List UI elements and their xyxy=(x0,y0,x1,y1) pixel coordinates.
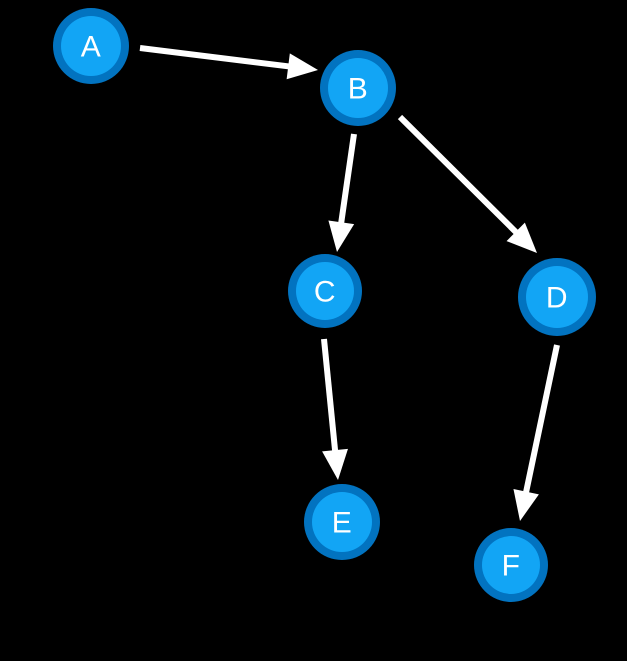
graph-node-a[interactable]: A xyxy=(53,8,129,84)
node-core xyxy=(296,262,354,320)
graph-node-c[interactable]: C xyxy=(288,254,362,328)
graph-edge xyxy=(139,45,318,80)
node-core xyxy=(482,536,540,594)
edge-line xyxy=(522,344,560,496)
edge-line xyxy=(321,338,339,454)
edge-line xyxy=(139,45,292,70)
graph-node-d[interactable]: D xyxy=(518,258,596,336)
graph-edge xyxy=(321,338,348,480)
graph-node-e[interactable]: E xyxy=(304,484,380,560)
edge-line xyxy=(337,133,357,226)
edge-arrowhead xyxy=(506,222,537,253)
node-core xyxy=(328,58,388,118)
graph-edge xyxy=(513,344,560,521)
edge-arrowhead xyxy=(328,220,355,252)
edge-arrowhead xyxy=(286,53,318,80)
graph-node-f[interactable]: F xyxy=(474,528,548,602)
graph-edge xyxy=(397,114,537,253)
edge-arrowhead xyxy=(322,448,348,480)
nodes-layer: A B C D E F xyxy=(53,8,596,602)
node-core xyxy=(526,266,588,328)
graph-edge xyxy=(328,133,357,252)
edge-line xyxy=(397,114,520,237)
edges-layer xyxy=(139,45,560,521)
node-core xyxy=(61,16,121,76)
edge-arrowhead xyxy=(513,488,539,521)
graph-node-b[interactable]: B xyxy=(320,50,396,126)
node-core xyxy=(312,492,372,552)
